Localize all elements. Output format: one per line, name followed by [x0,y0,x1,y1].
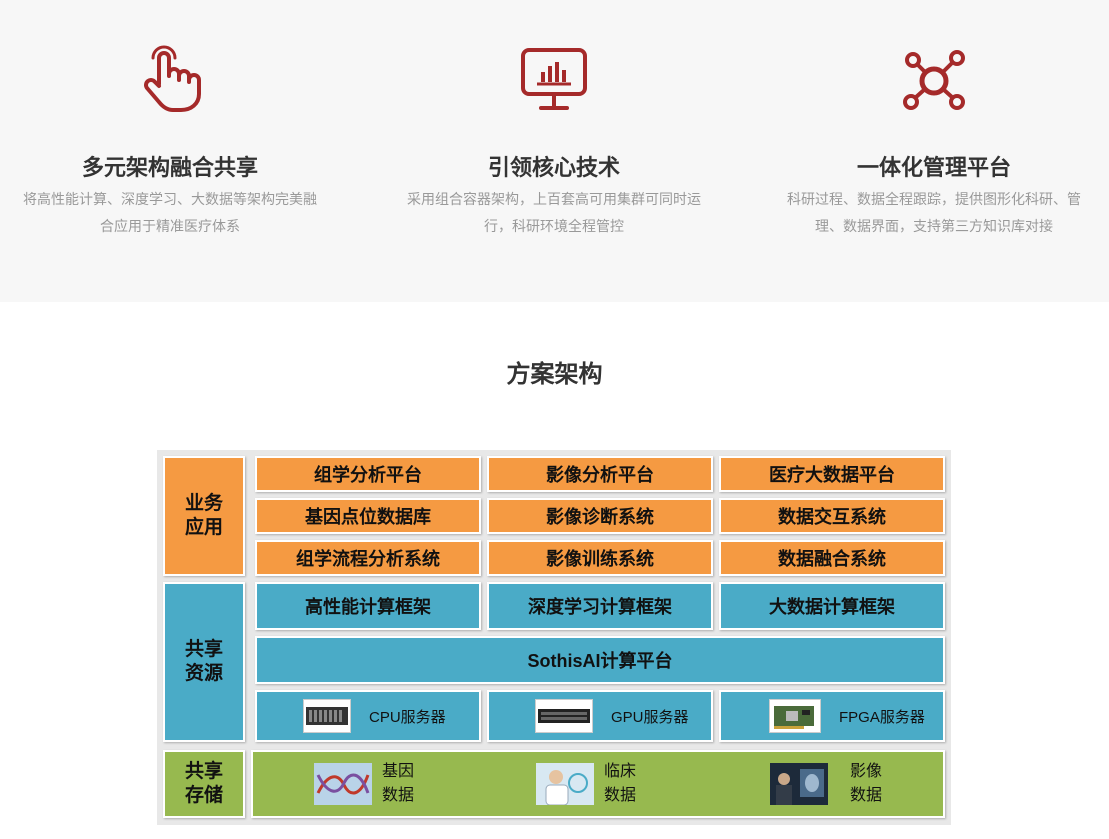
layer-label-business: 业务 应用 [163,456,245,576]
hand-pointer-icon [144,45,201,112]
storage-item-clinical: 临床 数据 [535,760,636,808]
feature-title: 一体化管理平台 [856,155,1011,180]
doctor-image-icon [535,763,594,805]
layer-label-line: 共享 [184,761,223,782]
module-cell: 组学分析平台 [255,456,481,492]
module-cell: 影像训练系统 [487,540,713,576]
layer-label-line: 共享 [184,639,223,660]
feature-desc-line: 合应用于精准医疗体系 [100,218,240,234]
storage-row: 基因 数据 临床 数据 [251,750,945,818]
storage-item-imaging: 影像 数据 [758,760,882,808]
server-cell-gpu: GPU服务器 [487,690,713,742]
feature-desc-line: 理、数据界面，支持第三方知识库对接 [815,218,1053,234]
server-rack-icon [303,699,351,733]
module-cell: 基因点位数据库 [255,498,481,534]
framework-cell: 深度学习计算框架 [487,582,713,630]
storage-label-line: 临床 [603,763,636,780]
feature-desc-line: 采用组合容器架构，上百套高可用集群可同时运 [407,191,701,207]
layer-label-line: 资源 [184,663,223,684]
server-label: GPU服务器 [611,708,689,726]
server-cell-cpu: CPU服务器 [255,690,481,742]
feature-title: 多元架构融合共享 [81,155,258,180]
platform-cell: SothisAI计算平台 [255,636,945,684]
layer-label-line: 应用 [184,517,223,538]
storage-label-line: 影像 [849,763,882,780]
framework-cell: 高性能计算框架 [255,582,481,630]
section-title: 方案架构 [506,361,603,388]
layer-label-storage: 共享 存储 [163,750,245,818]
fpga-card-icon [769,699,821,733]
module-cell: 影像诊断系统 [487,498,713,534]
storage-label-line: 数据 [381,787,414,804]
module-cell: 医疗大数据平台 [719,456,945,492]
feature-desc: 采用组合容器架构，上百套高可用集群可同时运 行，科研环境全程管控 [394,186,714,240]
feature-desc: 科研过程、数据全程跟踪，提供图形化科研、管 理、数据界面，支持第三方知识库对接 [774,186,1094,240]
storage-label-line: 数据 [849,787,882,804]
storage-label-line: 基因 [381,763,414,780]
features-section: 多元架构融合共享 将高性能计算、深度学习、大数据等架构完美融 合应用于精准医疗体… [0,0,1109,302]
dna-image-icon [313,763,372,805]
xray-image-icon [769,763,828,805]
feature-desc: 将高性能计算、深度学习、大数据等架构完美融 合应用于精准医疗体系 [10,186,330,240]
storage-item-gene: 基因 数据 [313,760,414,808]
layer-label-resources: 共享 资源 [163,582,245,742]
feature-desc-line: 科研过程、数据全程跟踪，提供图形化科研、管 [787,191,1081,207]
module-cell: 组学流程分析系统 [255,540,481,576]
feature-desc-line: 将高性能计算、深度学习、大数据等架构完美融 [23,191,317,207]
server-cell-fpga: FPGA服务器 [719,690,945,742]
storage-label-line: 数据 [603,787,636,804]
monitor-chart-icon [521,48,587,110]
feature-title: 引领核心技术 [487,155,620,180]
feature-desc-line: 行，科研环境全程管控 [484,218,624,234]
framework-cell: 大数据计算框架 [719,582,945,630]
layer-label-line: 业务 [184,493,223,514]
layer-label-line: 存储 [184,785,223,806]
module-cell: 数据交互系统 [719,498,945,534]
server-label: CPU服务器 [369,708,446,726]
module-cell: 影像分析平台 [487,456,713,492]
architecture-diagram: 业务 应用 组学分析平台 影像分析平台 医疗大数据平台 基因点位数据库 影像诊断… [157,450,951,825]
server-label: FPGA服务器 [839,708,925,726]
network-nodes-icon [903,50,965,110]
server-rack-icon [535,699,593,733]
module-cell: 数据融合系统 [719,540,945,576]
